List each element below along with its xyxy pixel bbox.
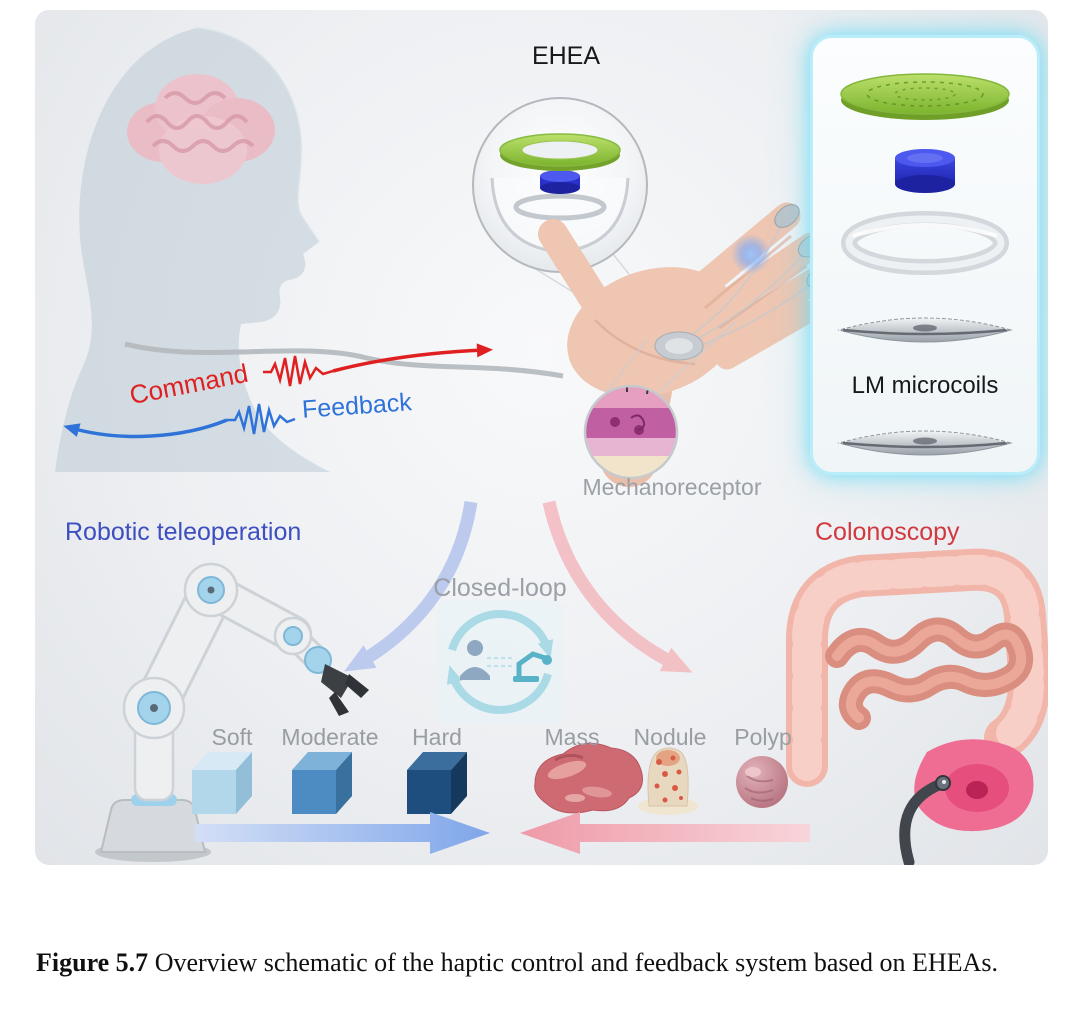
colonoscopy-label: Colonoscopy — [815, 518, 960, 546]
operator-icon — [467, 640, 483, 656]
mechanoreceptor-inset — [583, 321, 736, 480]
command-signal — [263, 343, 493, 387]
tissue-label-polyp: Polyp — [734, 724, 792, 750]
tissue-polyp — [736, 756, 788, 808]
lm-microcoil-bottom — [837, 430, 1013, 456]
ehea-magnifier-inset — [472, 97, 676, 333]
fingertip-actuator — [774, 204, 800, 228]
tissue-arrow — [520, 812, 810, 854]
ehea-label: EHEA — [531, 42, 601, 70]
caption-figure-number: Figure 5.7 — [36, 948, 149, 977]
caption-text: Overview schematic of the haptic control… — [154, 948, 998, 977]
stiffness-cubes — [192, 752, 467, 814]
arrow-to-colon — [542, 500, 693, 673]
cube-soft — [192, 752, 252, 814]
device-trace — [686, 217, 786, 339]
command-arrow — [332, 343, 493, 373]
stiffness-arrow — [195, 812, 490, 854]
component-stack-art — [837, 73, 1013, 456]
closed-loop-label: Closed-loop — [433, 574, 567, 602]
robotic-teleoperation-label: Robotic teleoperation — [65, 518, 302, 546]
endoscope — [899, 778, 947, 865]
colon-illustration — [786, 548, 1048, 865]
stiffness-label-hard: Hard — [412, 724, 462, 750]
gripper-icon — [321, 664, 353, 698]
tissue-mass — [534, 742, 643, 814]
feedback-waveform — [227, 403, 296, 435]
robot-arm-illustration — [95, 562, 369, 862]
signal-cable — [124, 341, 564, 379]
figure-caption: Figure 5.7 Overview schematic of the hap… — [36, 932, 1046, 993]
command-waveform — [263, 355, 334, 387]
cube-moderate — [292, 752, 352, 814]
brain-icon — [127, 74, 275, 184]
haptic-glow — [731, 234, 771, 274]
figure-artwork — [55, 27, 1048, 865]
device-trace — [694, 279, 818, 349]
robot-icon — [516, 651, 546, 676]
figure-illustration: LM microcoils EHEA Command Feedback Mech… — [35, 10, 1048, 865]
tissue-label-mass: Mass — [544, 724, 600, 750]
tissue-samples — [534, 742, 788, 815]
ehea-component-panel: LM microcoils — [810, 35, 1040, 475]
tissue-nodule — [638, 747, 698, 815]
cube-hard — [407, 752, 467, 814]
arrow-to-robot — [343, 500, 478, 672]
feedback-arrow — [63, 418, 228, 439]
mechanoreceptor-label: Mechanoreceptor — [582, 474, 762, 500]
device-trace — [690, 247, 810, 343]
lm-microcoils-label: LM microcoils — [851, 372, 999, 399]
green-electrode-disc — [840, 73, 1010, 120]
lm-microcoil-top — [837, 317, 1013, 343]
stiffness-label-moderate: Moderate — [281, 724, 379, 750]
tissue-label-nodule: Nodule — [633, 724, 707, 750]
blue-magnet-disc — [895, 149, 955, 193]
feedback-signal — [63, 403, 296, 439]
elastomer-ring — [841, 211, 1009, 275]
human-head-silhouette — [55, 27, 330, 472]
closed-loop-diagram — [437, 600, 563, 724]
stiffness-label-soft: Soft — [211, 724, 253, 750]
